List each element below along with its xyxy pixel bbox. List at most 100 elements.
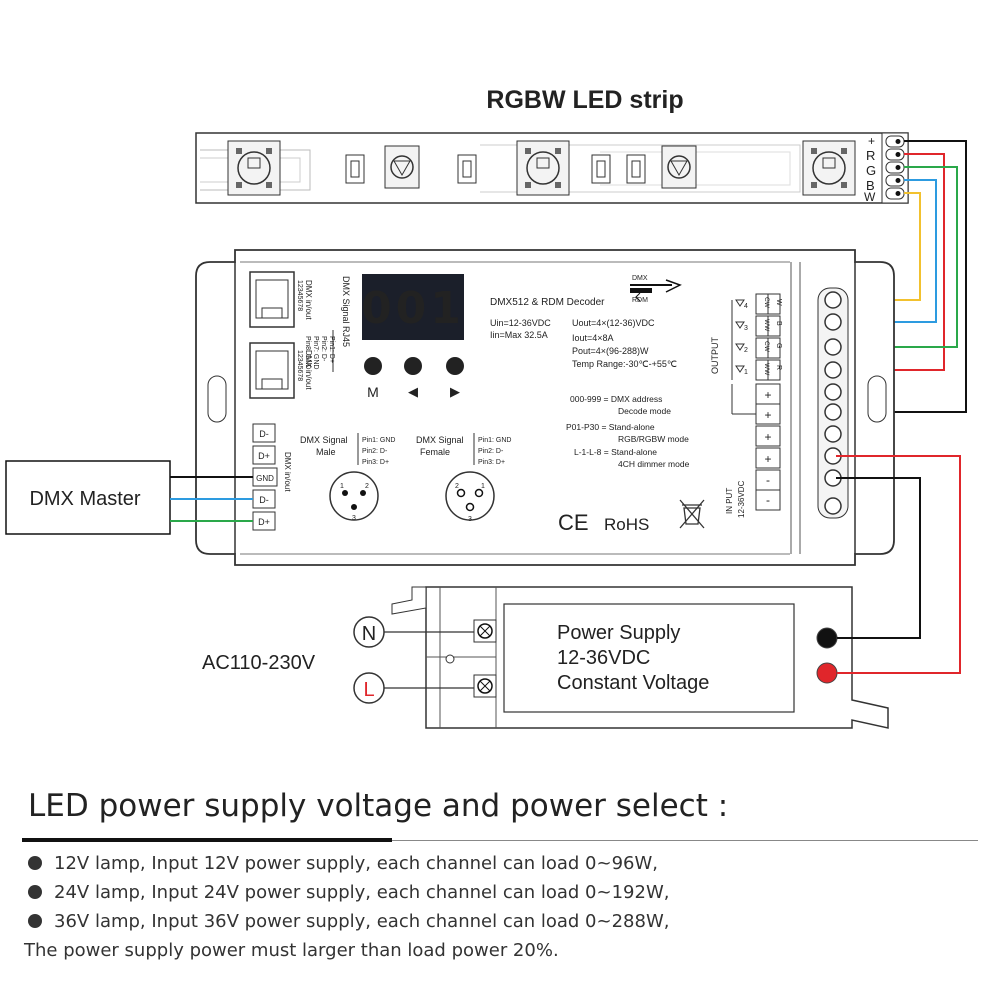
left-button[interactable] bbox=[404, 357, 422, 375]
svg-text:4: 4 bbox=[744, 303, 748, 310]
svg-text:1: 1 bbox=[481, 483, 485, 490]
strip-solder-pads bbox=[885, 135, 905, 200]
rj45-port-label: DMX in/out bbox=[304, 350, 313, 390]
mode-button-label: M bbox=[367, 384, 379, 400]
svg-text:+: + bbox=[764, 408, 771, 422]
svg-text:3: 3 bbox=[744, 325, 748, 332]
rj45-port bbox=[249, 342, 295, 399]
strip-pin-b: B bbox=[866, 178, 875, 193]
svg-text:R: R bbox=[775, 365, 782, 370]
spec-uout: Uout=4×(12-36)VDC bbox=[572, 318, 655, 328]
svg-text:+: + bbox=[764, 388, 771, 402]
list-item: 24V lamp, Input 24V power supply, each c… bbox=[28, 882, 669, 903]
output-legend: OUTPUT 4 3 2 1 CW W WW B CW G WW R bbox=[710, 293, 782, 381]
terminal-label: D+ bbox=[258, 451, 270, 461]
rohs-mark: RoHS bbox=[604, 515, 649, 534]
svg-text:G: G bbox=[775, 343, 782, 348]
dmx-rdm-logo: DMX RDM bbox=[630, 275, 682, 304]
white-led-chip bbox=[661, 145, 697, 189]
spec-iout: Iout=4×8A bbox=[572, 333, 614, 343]
power-margin-note: The power supply power must larger than … bbox=[24, 940, 559, 961]
svg-text:-: - bbox=[766, 493, 770, 507]
xlr-male-label: DMX Signal bbox=[300, 435, 348, 445]
terminal-label: GND bbox=[256, 474, 274, 483]
mode-code: 000-999 = DMX address bbox=[570, 394, 662, 404]
strip-title: RGBW LED strip bbox=[486, 86, 683, 114]
dmx-master-label: DMX Master bbox=[29, 488, 140, 510]
mains-labels: N L AC110-230V bbox=[202, 616, 474, 704]
input-voltage-label: 12-36VDC bbox=[737, 480, 746, 518]
mode-desc: Decode mode bbox=[618, 406, 671, 416]
power-supply: Power Supply 12-36VDC Constant Voltage bbox=[391, 586, 889, 729]
bullet-icon bbox=[28, 914, 42, 928]
xlr-male-sublabel: Male bbox=[316, 447, 336, 457]
heading-underline bbox=[22, 838, 392, 842]
psu-voltage: 12-36VDC bbox=[557, 647, 650, 669]
psu-type: Constant Voltage bbox=[557, 672, 709, 694]
psu-negative-terminal bbox=[816, 627, 838, 649]
mode-code: L-1-L-8 = Stand-alone bbox=[574, 447, 657, 457]
svg-text:DMX: DMX bbox=[632, 275, 648, 282]
display-value: 001 bbox=[361, 283, 465, 334]
spec-temp: Temp Range:-30℃-+55℃ bbox=[572, 359, 677, 369]
svg-text:-: - bbox=[766, 473, 770, 487]
terminal-label: D- bbox=[259, 495, 269, 505]
xlr-male-pin: Pin1: GND bbox=[362, 437, 395, 444]
neutral-label: N bbox=[362, 623, 376, 645]
terminal-label: D- bbox=[259, 429, 269, 439]
strip-pin-w: W bbox=[864, 190, 876, 204]
live-label: L bbox=[363, 679, 374, 701]
input-label: IN PUT bbox=[725, 488, 734, 514]
terminal-label: D+ bbox=[258, 517, 270, 527]
resistor bbox=[345, 154, 365, 184]
polarity-boxes: + + + + - - IN PUT 12-36VDC bbox=[725, 383, 781, 518]
output-label: OUTPUT bbox=[710, 337, 720, 375]
rj45-pin: Pin1: D+ bbox=[328, 336, 335, 363]
weee-bin-icon bbox=[679, 499, 705, 529]
rj45-signal-label: DMX Signal RJ45 bbox=[341, 276, 351, 347]
svg-text:B: B bbox=[775, 321, 782, 326]
svg-text:2: 2 bbox=[744, 347, 748, 354]
svg-text:CW: CW bbox=[763, 297, 770, 309]
mode-button[interactable] bbox=[364, 357, 382, 375]
left-arrow-icon: ◀ bbox=[408, 385, 418, 400]
svg-text:WW: WW bbox=[763, 319, 770, 332]
spec-pout: Pout=4×(96-288)W bbox=[572, 346, 649, 356]
xlr-male-pin: Pin2: D- bbox=[362, 448, 388, 455]
resistor bbox=[626, 154, 646, 184]
xlr-female-pin: Pin1: GND bbox=[478, 437, 511, 444]
bullet-icon bbox=[28, 885, 42, 899]
spec-iin: Iin=Max 32.5A bbox=[490, 330, 548, 340]
svg-text:2: 2 bbox=[365, 483, 369, 490]
heading-divider bbox=[392, 840, 978, 841]
svg-text:1: 1 bbox=[744, 369, 748, 376]
xlr-female-pin: Pin2: D- bbox=[478, 448, 504, 455]
terminal-block-label: DMX in/out bbox=[283, 452, 292, 492]
led-chip bbox=[516, 140, 570, 196]
spec-uin: Uin=12-36VDC bbox=[490, 318, 551, 328]
right-arrow-icon: ▶ bbox=[450, 385, 460, 400]
svg-text:3: 3 bbox=[352, 515, 356, 522]
mode-desc: 4CH dimmer mode bbox=[618, 459, 690, 469]
list-item: 12V lamp, Input 12V power supply, each c… bbox=[28, 853, 658, 874]
resistor bbox=[591, 154, 611, 184]
bullet-icon bbox=[28, 856, 42, 870]
notes-heading: LED power supply voltage and power selec… bbox=[28, 788, 729, 824]
rj45-numbers: 12345678 bbox=[296, 350, 303, 381]
rgbw-led-strip: + R G B W bbox=[195, 132, 909, 204]
svg-text:+: + bbox=[764, 452, 771, 466]
right-button[interactable] bbox=[446, 357, 464, 375]
xlr-male-pin: Pin3: D+ bbox=[362, 459, 389, 466]
rj45-port-label: DMX in/out bbox=[304, 280, 313, 320]
rj45-pin: Pin7: GND bbox=[312, 336, 319, 369]
rj45-port bbox=[249, 271, 295, 328]
svg-text:WW: WW bbox=[763, 363, 770, 376]
white-led-chip bbox=[384, 145, 420, 189]
svg-text:+: + bbox=[764, 430, 771, 444]
rj45-numbers: 12345678 bbox=[296, 280, 303, 311]
model-label: DMX512 & RDM Decoder bbox=[490, 297, 605, 308]
svg-text:3: 3 bbox=[468, 516, 472, 523]
ce-mark: CE bbox=[558, 510, 589, 535]
